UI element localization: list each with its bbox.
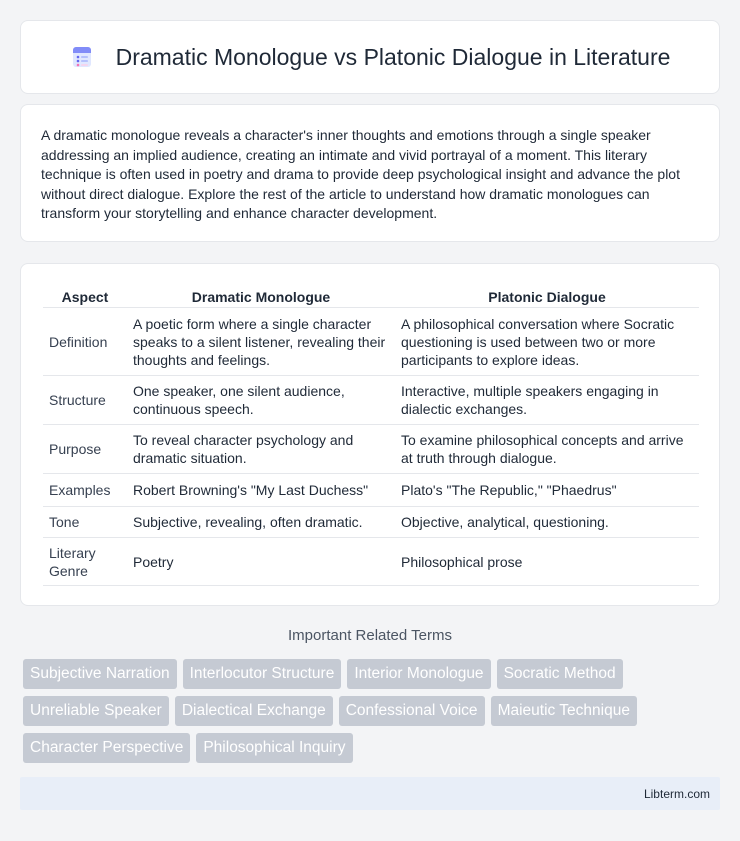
page-title: Dramatic Monologue vs Platonic Dialogue …	[115, 43, 671, 70]
tag-unreliable-speaker[interactable]: Unreliable Speaker	[23, 696, 169, 726]
comparison-card: Aspect Dramatic Monologue Platonic Dialo…	[20, 263, 720, 606]
cell-monologue: Poetry	[127, 538, 395, 586]
header-monologue: Dramatic Monologue	[127, 284, 395, 308]
cell-aspect: Tone	[43, 507, 127, 538]
header-dialogue: Platonic Dialogue	[395, 284, 699, 308]
tag-socratic-method[interactable]: Socratic Method	[496, 659, 623, 689]
tag-character-perspective[interactable]: Character Perspective	[23, 733, 191, 763]
tag-subjective-narration[interactable]: Subjective Narration	[23, 659, 177, 689]
cell-monologue: A poetic form where a single character s…	[127, 308, 395, 376]
tag-row: Subjective Narration Interlocutor Struct…	[23, 659, 723, 689]
cell-dialogue: A philosophical conversation where Socra…	[395, 308, 699, 376]
tag-row: Character Perspective Philosophical Inqu…	[23, 733, 723, 763]
comparison-table: Aspect Dramatic Monologue Platonic Dialo…	[43, 284, 699, 586]
document-list-icon	[72, 47, 91, 67]
cell-aspect: Definition	[43, 308, 127, 376]
tag-interior-monologue[interactable]: Interior Monologue	[347, 659, 491, 689]
related-terms-heading: Important Related Terms	[288, 627, 452, 644]
related-terms-list: Subjective Narration Interlocutor Struct…	[23, 659, 723, 770]
cell-monologue: One speaker, one silent audience, contin…	[127, 376, 395, 425]
header-aspect: Aspect	[43, 284, 127, 308]
tag-interlocutor-structure[interactable]: Interlocutor Structure	[182, 659, 342, 689]
table-row: Tone Subjective, revealing, often dramat…	[43, 507, 699, 538]
cell-dialogue: To examine philosophical concepts and ar…	[395, 425, 699, 474]
table-header-row: Aspect Dramatic Monologue Platonic Dialo…	[43, 284, 699, 308]
tag-confessional-voice[interactable]: Confessional Voice	[338, 696, 485, 726]
cell-monologue: Subjective, revealing, often dramatic.	[127, 507, 395, 538]
intro-card: A dramatic monologue reveals a character…	[20, 104, 720, 242]
cell-dialogue: Philosophical prose	[395, 538, 699, 586]
tag-maieutic-technique[interactable]: Maieutic Technique	[490, 696, 637, 726]
cell-aspect: Structure	[43, 376, 127, 425]
table-row: Structure One speaker, one silent audien…	[43, 376, 699, 425]
table-row: Examples Robert Browning's "My Last Duch…	[43, 474, 699, 507]
footer-site-link[interactable]: Libterm.com	[643, 786, 710, 801]
intro-paragraph: A dramatic monologue reveals a character…	[41, 127, 680, 221]
cell-aspect: Purpose	[43, 425, 127, 474]
footer: Libterm.com	[20, 777, 720, 810]
cell-aspect: Examples	[43, 474, 127, 507]
tag-philosophical-inquiry[interactable]: Philosophical Inquiry	[196, 733, 353, 763]
tag-dialectical-exchange[interactable]: Dialectical Exchange	[174, 696, 333, 726]
cell-monologue: Robert Browning's "My Last Duchess"	[127, 474, 395, 507]
cell-dialogue: Plato's "The Republic," "Phaedrus"	[395, 474, 699, 507]
title-card: Dramatic Monologue vs Platonic Dialogue …	[20, 20, 720, 94]
table-row: Purpose To reveal character psychology a…	[43, 425, 699, 474]
cell-dialogue: Interactive, multiple speakers engaging …	[395, 376, 699, 425]
table-row: Definition A poetic form where a single …	[43, 308, 699, 376]
cell-dialogue: Objective, analytical, questioning.	[395, 507, 699, 538]
tag-row: Unreliable Speaker Dialectical Exchange …	[23, 696, 723, 726]
table-row: Literary Genre Poetry Philosophical pros…	[43, 538, 699, 586]
cell-aspect: Literary Genre	[43, 538, 127, 586]
cell-monologue: To reveal character psychology and drama…	[127, 425, 395, 474]
